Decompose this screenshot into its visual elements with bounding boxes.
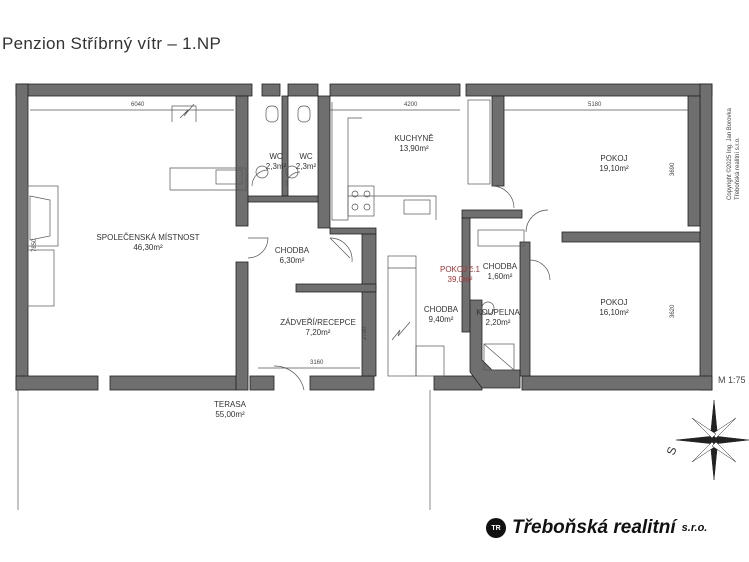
door-living — [247, 237, 269, 259]
compass-east — [713, 435, 749, 445]
dim-3160: 3160 — [310, 360, 324, 366]
wall-int-13 — [561, 231, 701, 243]
wc2-toilet — [297, 105, 311, 123]
burner-2 — [363, 190, 371, 198]
compass-se — [711, 441, 737, 463]
wall-int-6 — [329, 227, 377, 235]
wall-int-3 — [317, 95, 331, 229]
brand-name: Třeboňská realitní — [512, 517, 676, 538]
door-pokoj1 — [525, 209, 549, 233]
wall-top-mid3 — [329, 83, 461, 97]
door-kitchen — [491, 185, 515, 209]
wall-right — [699, 83, 713, 391]
fixtures — [17, 99, 688, 510]
room-label-chodba-3: CHODBA 9,40m² — [423, 305, 459, 324]
copyright: Copyright ©2025 Ing. Jan Borovka Třeboňs… — [727, 108, 741, 200]
wall-int-10 — [491, 95, 505, 187]
room-label-bathroom: KOUPELNA 2,20m² — [476, 308, 520, 327]
brand-logo-icon: TR — [486, 518, 506, 538]
compass — [675, 399, 749, 481]
dim-7850: 7850 — [32, 238, 38, 252]
wc1-toilet — [265, 105, 279, 123]
door-pokoj2 — [529, 259, 551, 281]
compass-letter: S — [664, 445, 680, 457]
door-wc2 — [285, 171, 301, 187]
wall-bath — [469, 299, 521, 389]
dim-5180: 5180 — [588, 102, 602, 108]
wall-int-15 — [687, 95, 701, 227]
kitchen-cabinet — [467, 99, 491, 185]
landing — [415, 345, 445, 377]
wall-int-5 — [247, 195, 319, 203]
plan-title: Penzion Stříbrný vítr – 1.NP — [2, 34, 222, 53]
room-label-pokoj-2: POKOJ 16,10m² — [599, 298, 629, 317]
fireplace — [27, 185, 59, 247]
wall-bottom-a — [15, 375, 99, 391]
wall-bottom-d — [309, 375, 375, 391]
wall-top-right — [465, 83, 713, 97]
compass-west — [675, 435, 715, 445]
bath-fixture — [477, 229, 525, 247]
room-label-chodba-2: CHODBA 1,60m² — [482, 262, 518, 281]
room-label-wc1: WC 2,3m² — [265, 152, 287, 171]
door-chodba — [329, 237, 353, 263]
wall-int-11 — [461, 209, 523, 219]
wall-bottom-f — [521, 375, 713, 391]
kitchen-counter-bottom — [348, 195, 437, 220]
scale-label: M 1:75 — [718, 375, 746, 385]
bar-sink — [215, 169, 243, 185]
wall-top-mid2 — [287, 83, 319, 97]
wall-bottom-b — [109, 375, 237, 391]
compass-nw — [691, 417, 717, 439]
shower — [483, 343, 515, 371]
burner-3 — [351, 203, 359, 211]
burner-1 — [351, 190, 359, 198]
door-wc1 — [251, 169, 269, 187]
stove — [347, 185, 375, 217]
wall-bottom-c — [249, 375, 275, 391]
wall-top-left — [15, 83, 253, 97]
sofa — [27, 249, 55, 307]
walls — [15, 83, 713, 391]
room-label-reception: ZÁDVEŘÍ/RECEPCE 7,20m² — [280, 318, 356, 337]
wall-int-14 — [519, 241, 531, 377]
wall-top-mid1 — [261, 83, 281, 97]
dim-6040: 6040 — [131, 102, 145, 108]
shower-diag — [483, 343, 515, 371]
dim-2780: 2780 — [362, 326, 368, 340]
room-label-living: SPOLEČENSKÁ MÍSTNOST 46,30m² — [96, 233, 200, 252]
wall-int-9 — [361, 291, 377, 377]
room-label-pokoj-c1: POKOJ č.1 39,0m² — [439, 265, 481, 284]
wall-int-1 — [235, 95, 249, 227]
wall-int-7 — [361, 233, 377, 291]
room-label-chodba-1: CHODBA 6,30m² — [274, 246, 310, 265]
fireplace-inner — [29, 195, 51, 241]
wall-left — [15, 83, 29, 391]
door-entrance — [273, 365, 305, 391]
bath-toilet — [481, 301, 495, 315]
upper-stairs — [171, 105, 197, 122]
burner-4 — [363, 203, 371, 211]
dim-4200: 4200 — [404, 102, 418, 108]
central-stairs — [387, 255, 417, 377]
stairs-zig — [391, 321, 411, 341]
kitchen-sink — [403, 199, 431, 215]
wall-int-2 — [235, 261, 249, 391]
room-label-kitchen: KUCHYNĚ 13,90m² — [394, 134, 434, 153]
kitchen-counter-left — [331, 102, 362, 221]
room-label-wc2: WC 2,3m² — [295, 152, 317, 171]
room-label-terrace: TERASA 55,00m² — [213, 400, 247, 419]
brand: TR Třeboňská realitní s.r.o. — [486, 517, 707, 539]
wall-int-12 — [461, 217, 471, 333]
bar-counter — [169, 167, 247, 191]
brand-suffix: s.r.o. — [681, 522, 708, 534]
room-label-pokoj-1: POKOJ 19,10m² — [599, 154, 629, 173]
wall-int-8 — [295, 283, 377, 293]
dim-3690: 3690 — [670, 162, 676, 176]
dim-3620: 3620 — [670, 304, 676, 318]
wc1-sink — [255, 165, 269, 179]
